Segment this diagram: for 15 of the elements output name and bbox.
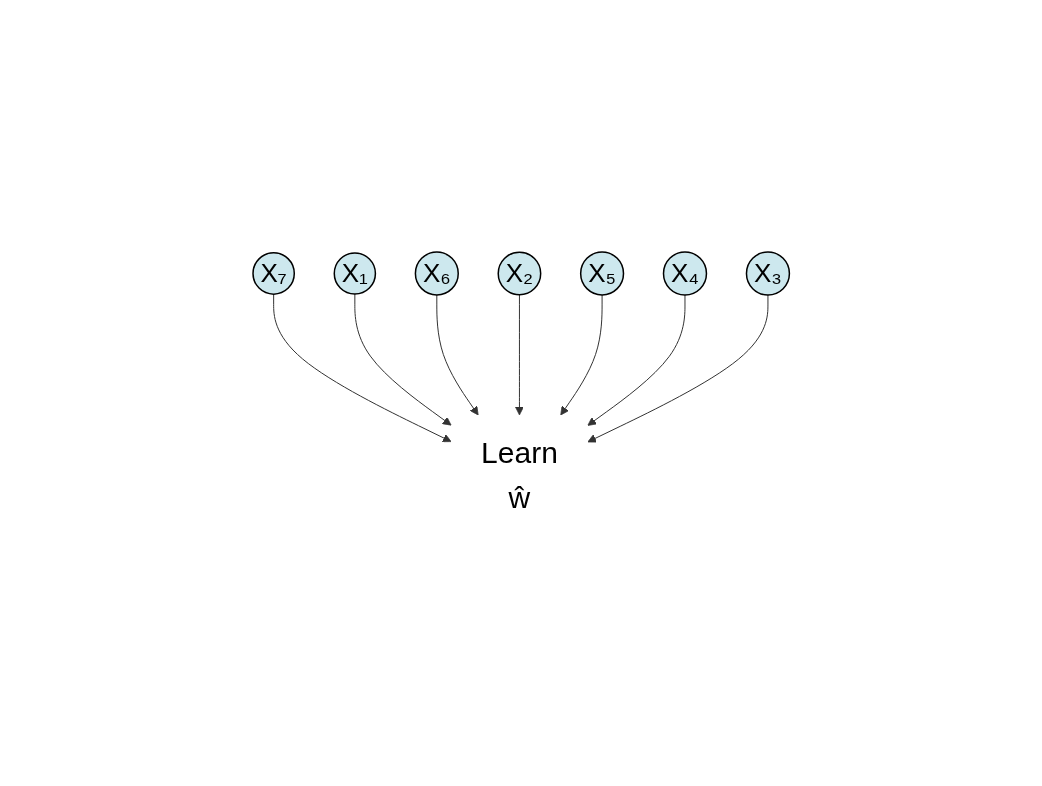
node-circle: X₄ [662,250,707,296]
node-circle: X₃ [745,250,790,296]
node-circle: X₆ [414,250,459,296]
node-text: Learn ŵ [480,435,558,514]
arrow [514,293,524,415]
arrow [436,293,479,415]
node-circle: X₂ [497,251,542,295]
arrow [587,294,686,426]
arrow [560,293,603,415]
node-circle: X₅ [579,250,625,296]
node-circle: X₇ [252,251,295,295]
arrow [587,293,769,442]
node-circle: X₁ [333,251,376,295]
arrow [272,293,452,442]
arrow [354,293,452,426]
